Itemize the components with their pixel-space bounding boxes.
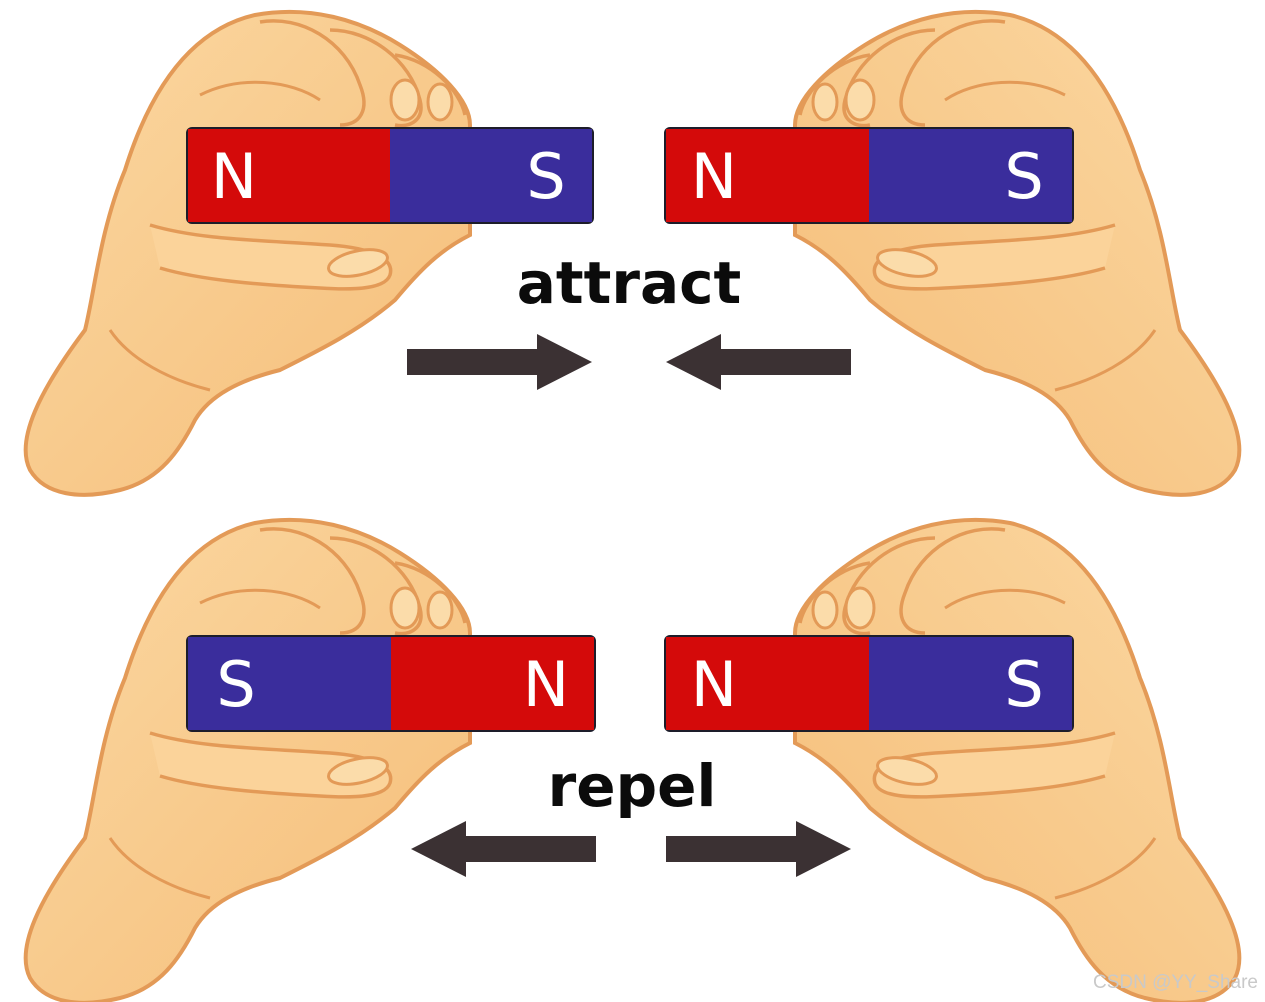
magnet-left: N S	[186, 127, 594, 224]
left-hand-illustration	[23, 517, 473, 1002]
pole-label: N	[211, 140, 257, 213]
pole-label: S	[1004, 140, 1043, 213]
right-hand-illustration	[793, 517, 1242, 1002]
pole-label: S	[526, 140, 565, 213]
right-hand-illustration	[793, 9, 1242, 497]
arrow-right-icon	[407, 334, 592, 390]
pole-label: N	[523, 648, 569, 721]
attract-label: attract	[517, 249, 741, 317]
magnet-right: N S	[664, 635, 1074, 732]
magnet-south-pole	[869, 637, 1072, 730]
pole-label: N	[691, 648, 737, 721]
attract-row: N S N S attract	[23, 9, 1242, 497]
arrow-left-icon	[666, 334, 851, 390]
magnet-north-pole	[188, 129, 390, 222]
repel-label: repel	[548, 752, 717, 820]
magnet-south-pole	[390, 129, 592, 222]
magnet-north-pole	[666, 637, 869, 730]
pole-label: S	[216, 648, 255, 721]
magnet-south-pole	[869, 129, 1072, 222]
pole-label: N	[691, 140, 737, 213]
magnet-north-pole	[666, 129, 869, 222]
arrow-left-icon	[411, 821, 596, 877]
magnet-left: S N	[186, 635, 596, 732]
pole-label: S	[1004, 648, 1043, 721]
repel-row: S N N S repel	[23, 517, 1242, 1002]
left-hand-illustration	[23, 9, 473, 497]
magnet-right: N S	[664, 127, 1074, 224]
magnet-south-pole	[188, 637, 391, 730]
watermark: CSDN @YY_Share	[1093, 972, 1258, 993]
arrow-right-icon	[666, 821, 851, 877]
magnet-north-pole	[391, 637, 594, 730]
